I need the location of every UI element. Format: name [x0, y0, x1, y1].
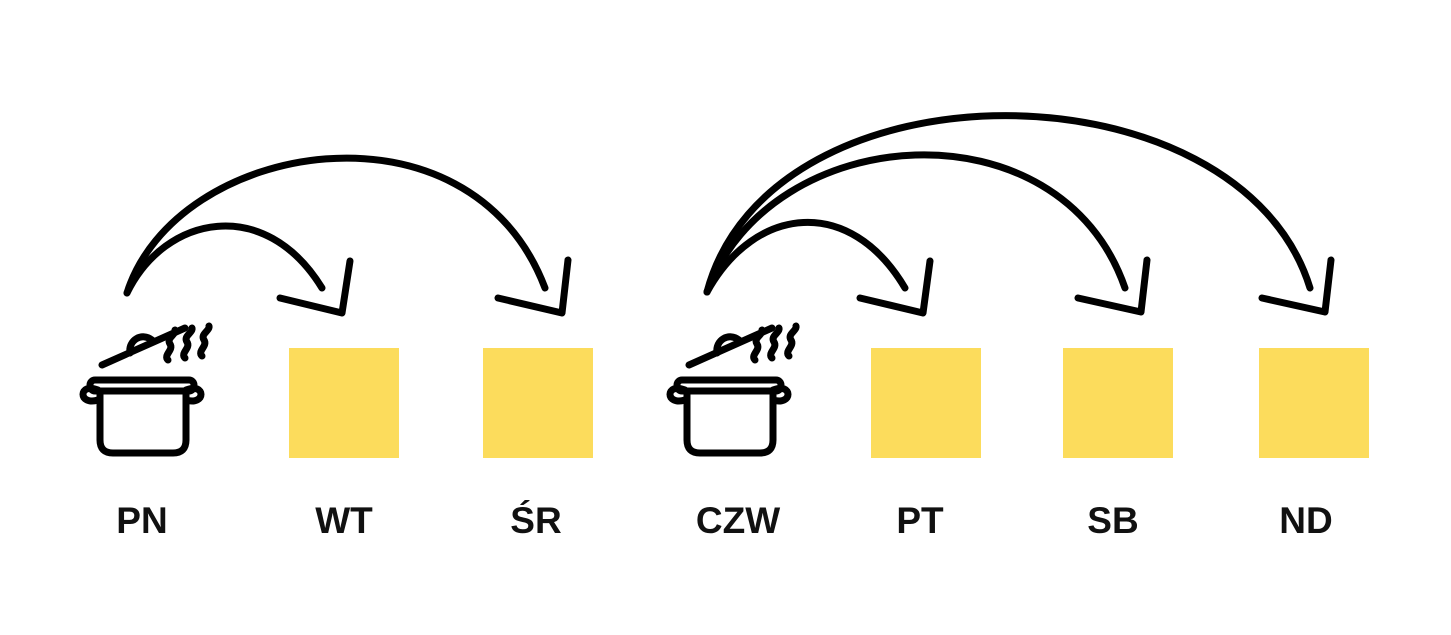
- day-label-pn: PN: [116, 500, 168, 541]
- day-label-nd: ND: [1279, 500, 1333, 541]
- arrowhead-sb: [1074, 256, 1151, 316]
- meal-box-sr: [483, 348, 593, 458]
- day-label-sr: ŚR: [510, 500, 562, 541]
- day-label-czw: CZW: [695, 500, 781, 541]
- arrow-czw-pt: [703, 219, 909, 296]
- arrow-czw-nd: [703, 112, 1314, 296]
- meal-box-pt: [871, 348, 981, 458]
- arrow-pn-sr: [123, 154, 549, 297]
- day-label-sb: SB: [1087, 500, 1139, 541]
- meal-box-sb: [1063, 348, 1173, 458]
- day-label-pt: PT: [896, 500, 944, 541]
- day-label-wt: WT: [315, 500, 373, 541]
- arrowhead-nd: [1258, 256, 1335, 316]
- arrow-czw-sb: [703, 151, 1129, 296]
- cooking-pot-icon: [666, 322, 800, 457]
- arrowhead-pt: [856, 257, 934, 317]
- meal-box-nd: [1259, 348, 1369, 458]
- cooking-pot-icon: [79, 322, 213, 457]
- arrow-pn-wt: [123, 222, 326, 297]
- arrowhead-sr: [494, 256, 572, 317]
- arrowhead-wt: [276, 257, 354, 317]
- meal-box-wt: [289, 348, 399, 458]
